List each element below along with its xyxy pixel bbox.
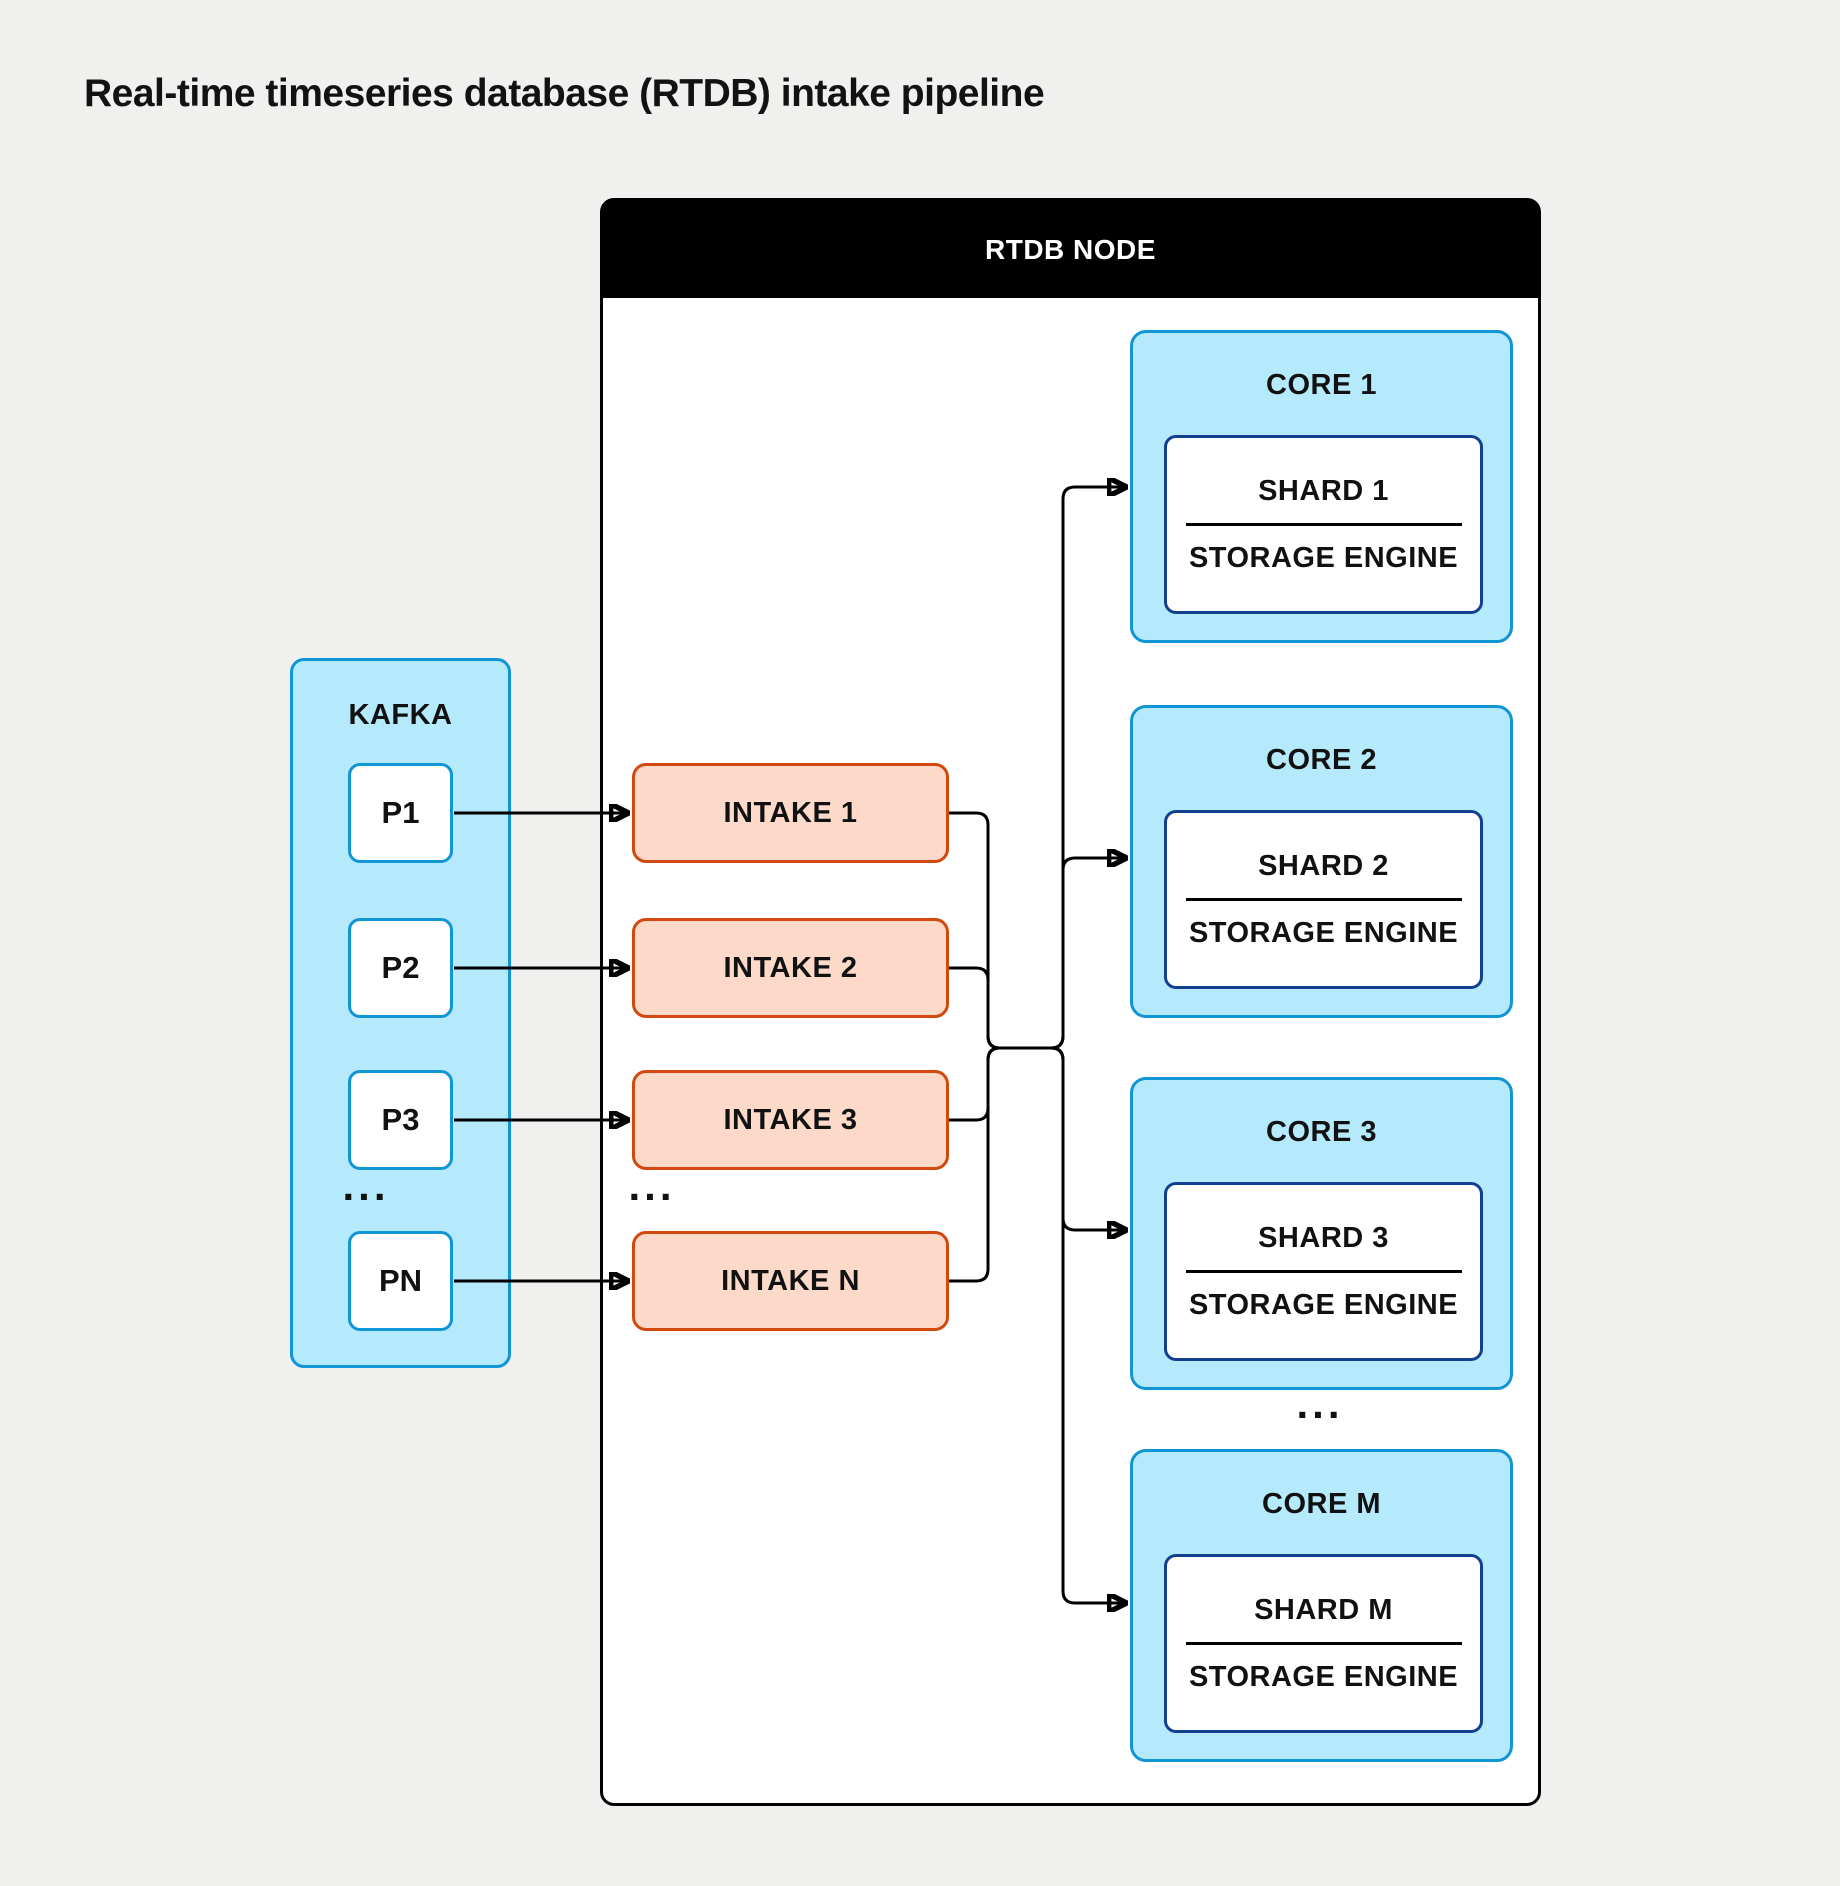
- cores-ellipsis: ...: [1296, 1380, 1344, 1427]
- core-title: CORE 3: [1266, 1116, 1377, 1148]
- rtdb-node-header: RTDB NODE: [603, 201, 1538, 298]
- partition-box-p1: P1: [348, 763, 453, 863]
- storage-engine-label: STORAGE ENGINE: [1188, 1289, 1459, 1321]
- shard-divider: [1185, 523, 1462, 526]
- partition-label: P1: [381, 795, 420, 830]
- core-title: CORE 2: [1266, 744, 1377, 776]
- storage-engine-label: STORAGE ENGINE: [1188, 917, 1459, 949]
- partition-box-p2: P2: [348, 918, 453, 1018]
- storage-engine-label: STORAGE ENGINE: [1188, 1661, 1459, 1693]
- intake-label: INTAKE 1: [723, 796, 858, 829]
- shard-label: SHARD 2: [1258, 850, 1389, 882]
- storage-engine-label: STORAGE ENGINE: [1188, 542, 1459, 574]
- shard-label: SHARD 1: [1258, 475, 1389, 507]
- shard-box-2: SHARD 2 STORAGE ENGINE: [1164, 810, 1483, 989]
- core-box-1: CORE 1 SHARD 1 STORAGE ENGINE: [1130, 330, 1513, 643]
- shard-divider: [1185, 898, 1462, 901]
- intake-label: INTAKE 2: [723, 951, 858, 984]
- page-title: Real-time timeseries database (RTDB) int…: [84, 72, 1045, 115]
- intake-label: INTAKE 3: [723, 1103, 858, 1136]
- shard-divider: [1185, 1642, 1462, 1645]
- shard-box-1: SHARD 1 STORAGE ENGINE: [1164, 435, 1483, 614]
- partition-label: P3: [381, 1102, 420, 1137]
- shard-box-3: SHARD 3 STORAGE ENGINE: [1164, 1182, 1483, 1361]
- intake-label: INTAKE N: [721, 1264, 860, 1297]
- core-box-m: CORE M SHARD M STORAGE ENGINE: [1130, 1449, 1513, 1762]
- shard-box-m: SHARD M STORAGE ENGINE: [1164, 1554, 1483, 1733]
- kafka-ellipsis: ...: [342, 1162, 390, 1209]
- core-box-2: CORE 2 SHARD 2 STORAGE ENGINE: [1130, 705, 1513, 1018]
- partition-box-pn: PN: [348, 1231, 453, 1331]
- partition-label: P2: [381, 950, 420, 985]
- intake-box-3: INTAKE 3: [632, 1070, 949, 1170]
- intake-box-1: INTAKE 1: [632, 763, 949, 863]
- partition-label: PN: [378, 1263, 423, 1298]
- intake-ellipsis: ...: [628, 1162, 676, 1209]
- kafka-label: KAFKA: [348, 699, 453, 731]
- intake-box-n: INTAKE N: [632, 1231, 949, 1331]
- partition-box-p3: P3: [348, 1070, 453, 1170]
- core-box-3: CORE 3 SHARD 3 STORAGE ENGINE: [1130, 1077, 1513, 1390]
- core-title: CORE M: [1262, 1488, 1381, 1520]
- shard-label: SHARD M: [1254, 1594, 1393, 1626]
- shard-label: SHARD 3: [1258, 1222, 1389, 1254]
- core-title: CORE 1: [1266, 369, 1377, 401]
- shard-divider: [1185, 1270, 1462, 1273]
- intake-box-2: INTAKE 2: [632, 918, 949, 1018]
